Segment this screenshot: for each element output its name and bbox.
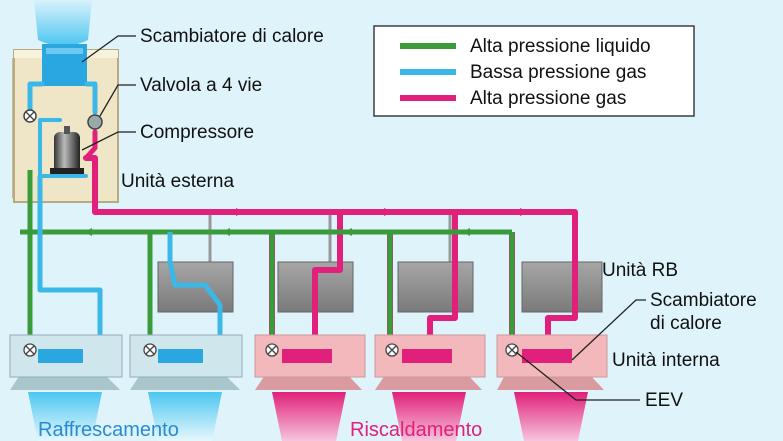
indoor-unit-1 [9,334,123,390]
indoor-unit-5 [496,334,608,390]
top-airflow [34,0,92,46]
eev-valves [23,343,519,357]
label-cooling: Raffrescamento [38,419,179,441]
airflows [28,392,588,441]
legend-item-lp-gas: Bassa pressione gas [470,62,646,83]
label-heating: Riscaldamento [350,419,482,441]
label-rb-unit: Unità RB [602,260,678,281]
legend-item-hp-gas: Alta pressione gas [470,88,626,109]
valve-4way-icon [87,114,103,130]
leader-lines [81,35,646,401]
indoor-unit-3 [254,334,366,390]
label-heat-exchanger-1: Scambiatore [650,290,757,311]
indoor-unit-4 [374,334,486,390]
label-heat-exchanger-top: Scambiatore di calore [140,26,324,47]
label-eev: EEV [645,390,683,411]
compressor-icon [54,132,80,176]
rb-unit-4 [521,261,603,313]
rb-units [157,261,603,313]
indoor-unit-2 [129,334,243,390]
legend-item-liquid: Alta pressione liquido [470,36,651,57]
legend: Alta pressione liquido Bassa pressione g… [373,25,695,117]
label-indoor-unit: Unità interna [612,350,720,371]
rb-unit-3 [397,261,474,313]
label-outdoor-unit: Unità esterna [121,171,234,192]
label-compressor: Compressore [140,122,254,143]
label-valve-4way: Valvola a 4 vie [140,75,262,96]
liquid-pipes [20,170,515,350]
label-heat-exchanger-2: di calore [650,313,722,334]
flow-arrows [236,208,528,216]
indoor-units [9,334,608,390]
